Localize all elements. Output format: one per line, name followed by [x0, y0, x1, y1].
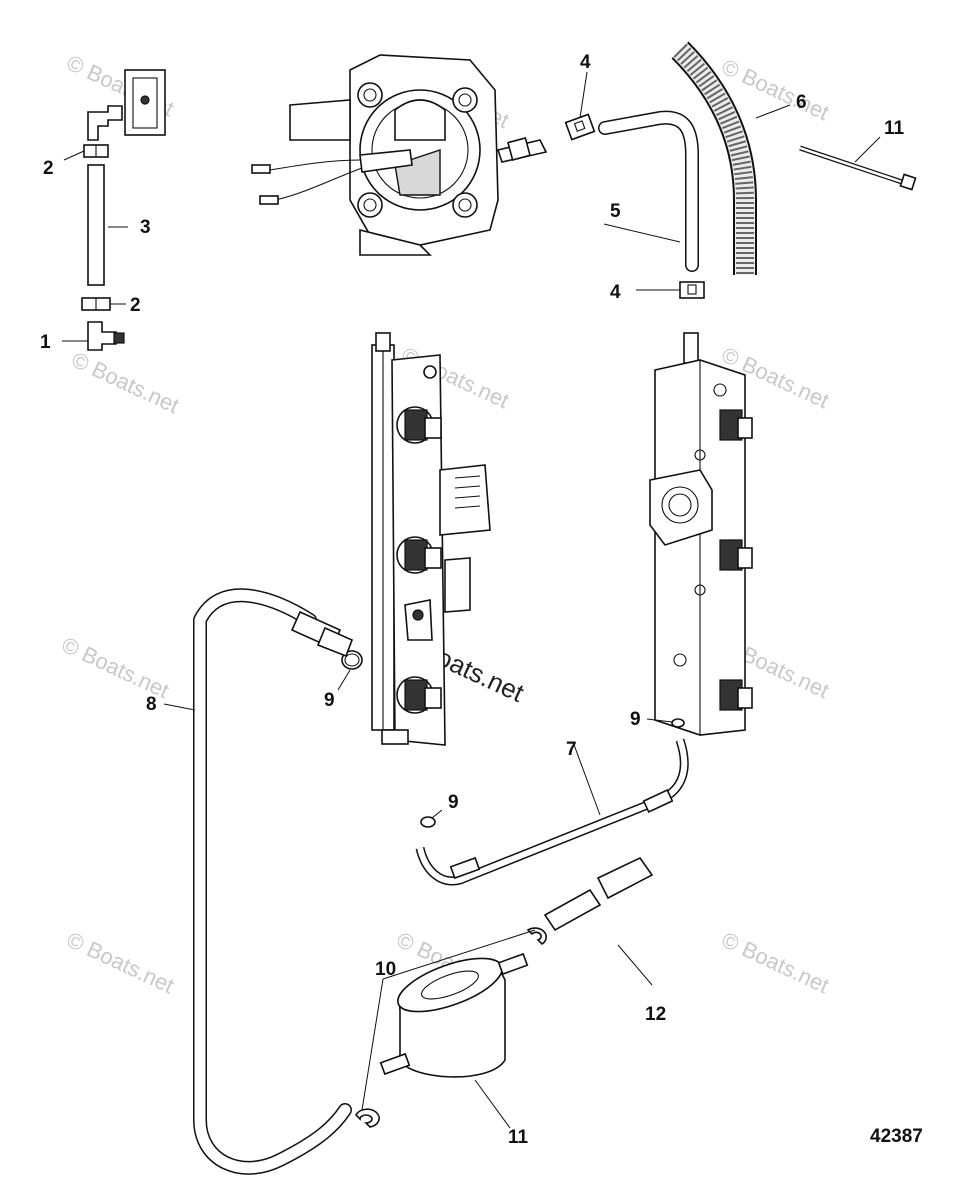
- pressure-regulator: [439, 464, 491, 536]
- hose-12: [543, 856, 654, 932]
- callout-7: 7: [566, 739, 577, 760]
- callout-9: 9: [630, 709, 641, 730]
- o-ring-9: [671, 718, 685, 728]
- injector: [719, 679, 753, 711]
- callout-12: 12: [645, 1004, 666, 1025]
- clamp-4-upper: [564, 113, 596, 141]
- fuel-rail-right: [649, 332, 753, 736]
- callout-8: 8: [146, 694, 157, 715]
- injector: [396, 676, 442, 714]
- callout-3: 3: [140, 217, 151, 238]
- callout-9: 9: [324, 690, 335, 711]
- fuel-filter-11: [379, 952, 529, 1078]
- injector: [396, 536, 442, 574]
- clamp-10: [355, 1108, 380, 1128]
- cable-tie-11: [799, 145, 917, 191]
- pump-cover: [359, 89, 481, 211]
- braided-sleeve-6: [671, 41, 757, 275]
- callout-6: 6: [796, 92, 807, 113]
- wire-connector: [259, 195, 279, 205]
- watermark: © Boats.net: [58, 632, 173, 703]
- hose-5: [598, 110, 699, 272]
- injector: [719, 409, 753, 441]
- watermark: © Boats.net: [68, 347, 183, 418]
- callout-2: 2: [43, 158, 54, 179]
- callout-1: 1: [40, 332, 51, 353]
- callout-11: 11: [884, 118, 905, 139]
- fuel-rail-left: [371, 332, 491, 746]
- injector: [396, 406, 442, 444]
- elbow-fitting: [87, 105, 123, 141]
- tube-3: [87, 164, 105, 286]
- o-ring-9: [420, 816, 436, 828]
- callout-4: 4: [610, 282, 621, 303]
- fitting-assembly: [81, 69, 166, 351]
- tee-fitting-1: [87, 321, 117, 351]
- callout-2: 2: [130, 295, 141, 316]
- injector: [719, 539, 753, 571]
- figure-number: 42387: [870, 1126, 923, 1147]
- clamp-4-lower: [679, 281, 705, 299]
- watermark: © Boats.net: [63, 927, 178, 998]
- watermark: © Boats.net: [718, 927, 833, 998]
- callouts: 2 3 2 1 4 6 11 5 4 8 9 9 7 9 10 12 11 42…: [40, 52, 923, 1148]
- callout-9: 9: [448, 792, 459, 813]
- fuel-line-7: [415, 738, 689, 886]
- callout-11: 11: [508, 1127, 529, 1148]
- hose-8: [193, 588, 354, 1175]
- pressure-damper: [649, 469, 713, 546]
- callout-5: 5: [610, 201, 621, 222]
- callout-10: 10: [375, 959, 396, 980]
- wire-connector: [251, 164, 271, 174]
- callout-4: 4: [580, 52, 591, 73]
- clamp-10: [526, 927, 547, 946]
- fuel-pump-housing: [251, 54, 548, 256]
- leader-lines: [62, 71, 881, 1129]
